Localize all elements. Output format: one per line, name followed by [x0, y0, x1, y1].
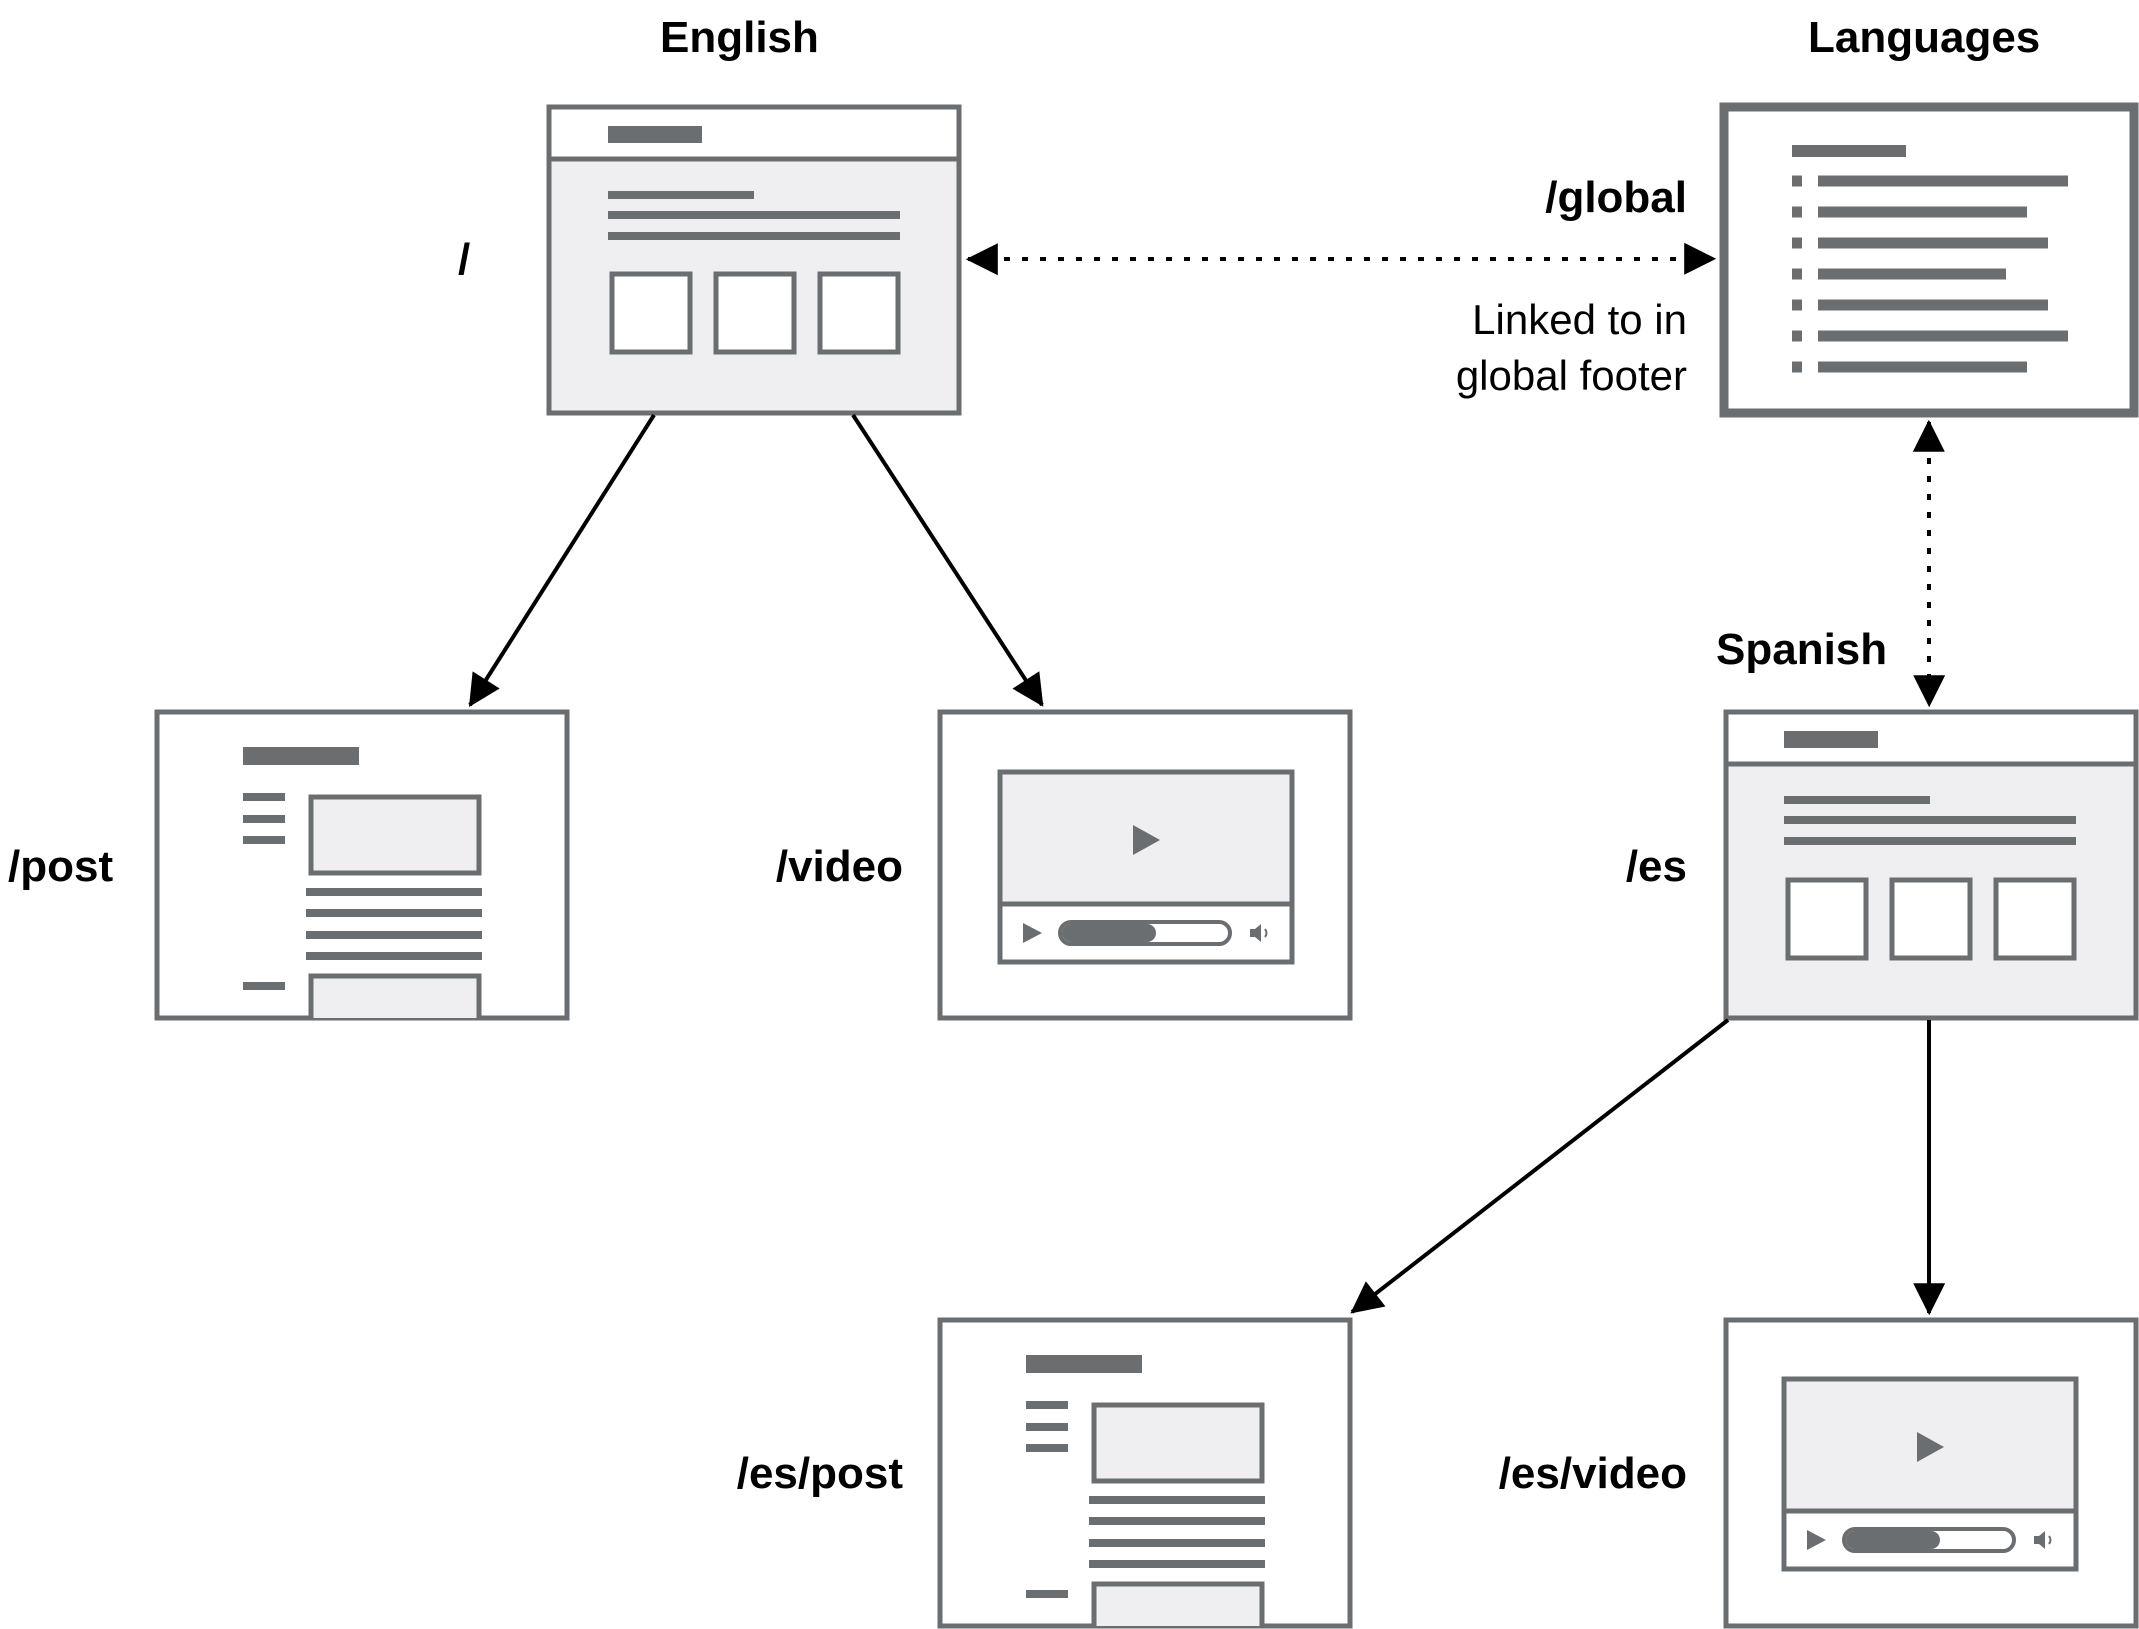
arrow-es-to-es-post: [1350, 1018, 1730, 1314]
video-page-thumbnail: [937, 709, 1353, 1021]
arrow-home-to-post: [468, 413, 656, 707]
footer-link-annotation: Linked to in global footer: [1456, 292, 1687, 404]
spanish-heading: Spanish: [1716, 625, 1888, 674]
spanish-home-page-thumbnail: [1723, 709, 2139, 1021]
path-es-video-label: /es/video: [1498, 1449, 1687, 1498]
annotation-line-1: Linked to in: [1472, 296, 1687, 343]
path-video-label: /video: [775, 842, 903, 891]
path-global-label: /global: [1545, 173, 1687, 222]
english-heading: English: [660, 13, 819, 62]
arrow-home-to-video: [851, 413, 1044, 707]
es-video-page-thumbnail: [1723, 1317, 2139, 1629]
annotation-line-2: global footer: [1455, 352, 1687, 399]
post-page-thumbnail: [154, 709, 570, 1021]
languages-page-thumbnail: [1719, 102, 2139, 418]
path-es-post-label: /es/post: [736, 1449, 903, 1498]
english-home-page-thumbnail: [546, 104, 962, 416]
path-es-label: /es: [1625, 842, 1687, 891]
languages-heading: Languages: [1808, 13, 2041, 62]
path-post-label: /post: [8, 842, 114, 891]
es-post-page-thumbnail: [937, 1317, 1353, 1629]
connectors: [468, 242, 1946, 1316]
path-root-label: /: [458, 235, 471, 284]
